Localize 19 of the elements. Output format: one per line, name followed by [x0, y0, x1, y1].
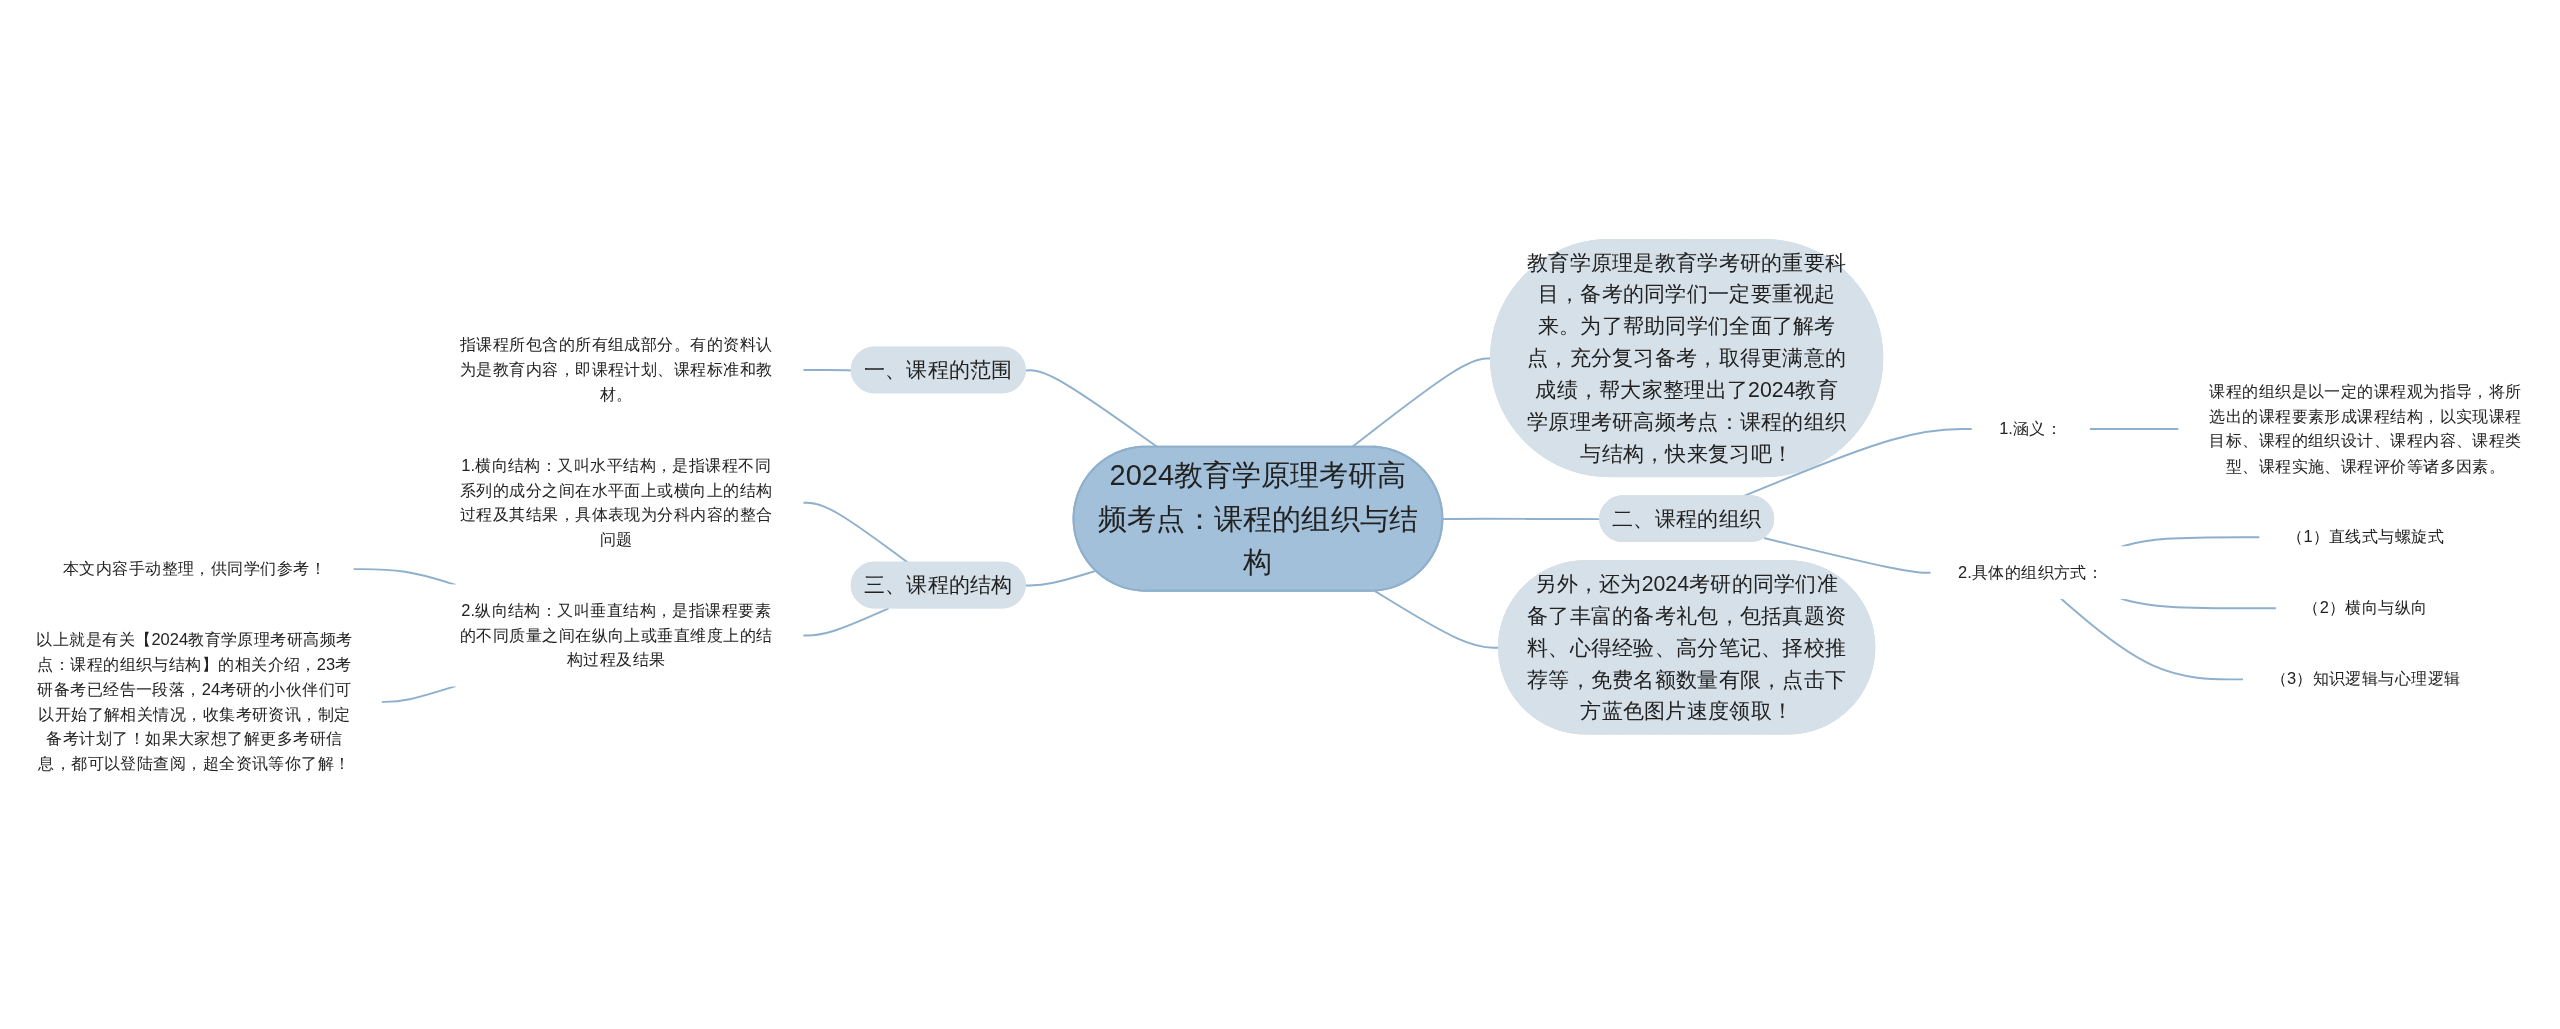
connector: [2119, 597, 2278, 610]
connector: [802, 607, 890, 637]
node-text: （3）知识逻辑与心理逻辑: [2270, 669, 2461, 689]
connector: [2088, 428, 2180, 431]
node-text: 以上就是有关【2024教育学原理考研高频考点：课程的组织与结构】的相关介绍，23考研备考已经告一段落，24考研的小伙伴们可以开始了解相关情况，收集考研资讯，制定备考计划了！如果大家想了解更多考研信息，都可以登陆查阅，超全资讯等你了解！: [36, 630, 353, 773]
node-text: 指课程所包含的所有组成部分。有的资料认为是教育内容，即课程计划、课程标准和教材。: [460, 335, 773, 404]
connector: [1024, 569, 1097, 587]
connector: [1763, 537, 1932, 574]
node-text: 本文内容手动整理，供同学们参考！: [62, 559, 327, 579]
connector: [2059, 597, 2245, 681]
node-text: 课程的组织是以一定的课程观为指导，将所选出的课程要素形成课程结构，以实现课程目标、课程的组织设计、课程内容、课程类型、课程实施、课程评价等诸多因素。: [2209, 382, 2522, 476]
node-text: 2.纵向结构：又叫垂直结构，是指课程要素的不同质量之间在纵向上或垂直维度上的结构过程及结果: [460, 601, 773, 670]
connector: [802, 368, 853, 372]
node-text: （2）横向与纵向: [2303, 598, 2428, 618]
connector: [802, 501, 910, 564]
node-text: 1.涵义：: [1999, 419, 2063, 439]
node-text: （1）直线式与螺旋式: [2286, 527, 2445, 547]
node-text: 2.具体的组织方式：: [1958, 563, 2104, 582]
node-text: 1.横向结构：又叫水平结构，是指课程不同系列的成分之间在水平面上或横向上的结构过程及其结果，具体表现为分科内容的整合问题: [460, 456, 773, 549]
